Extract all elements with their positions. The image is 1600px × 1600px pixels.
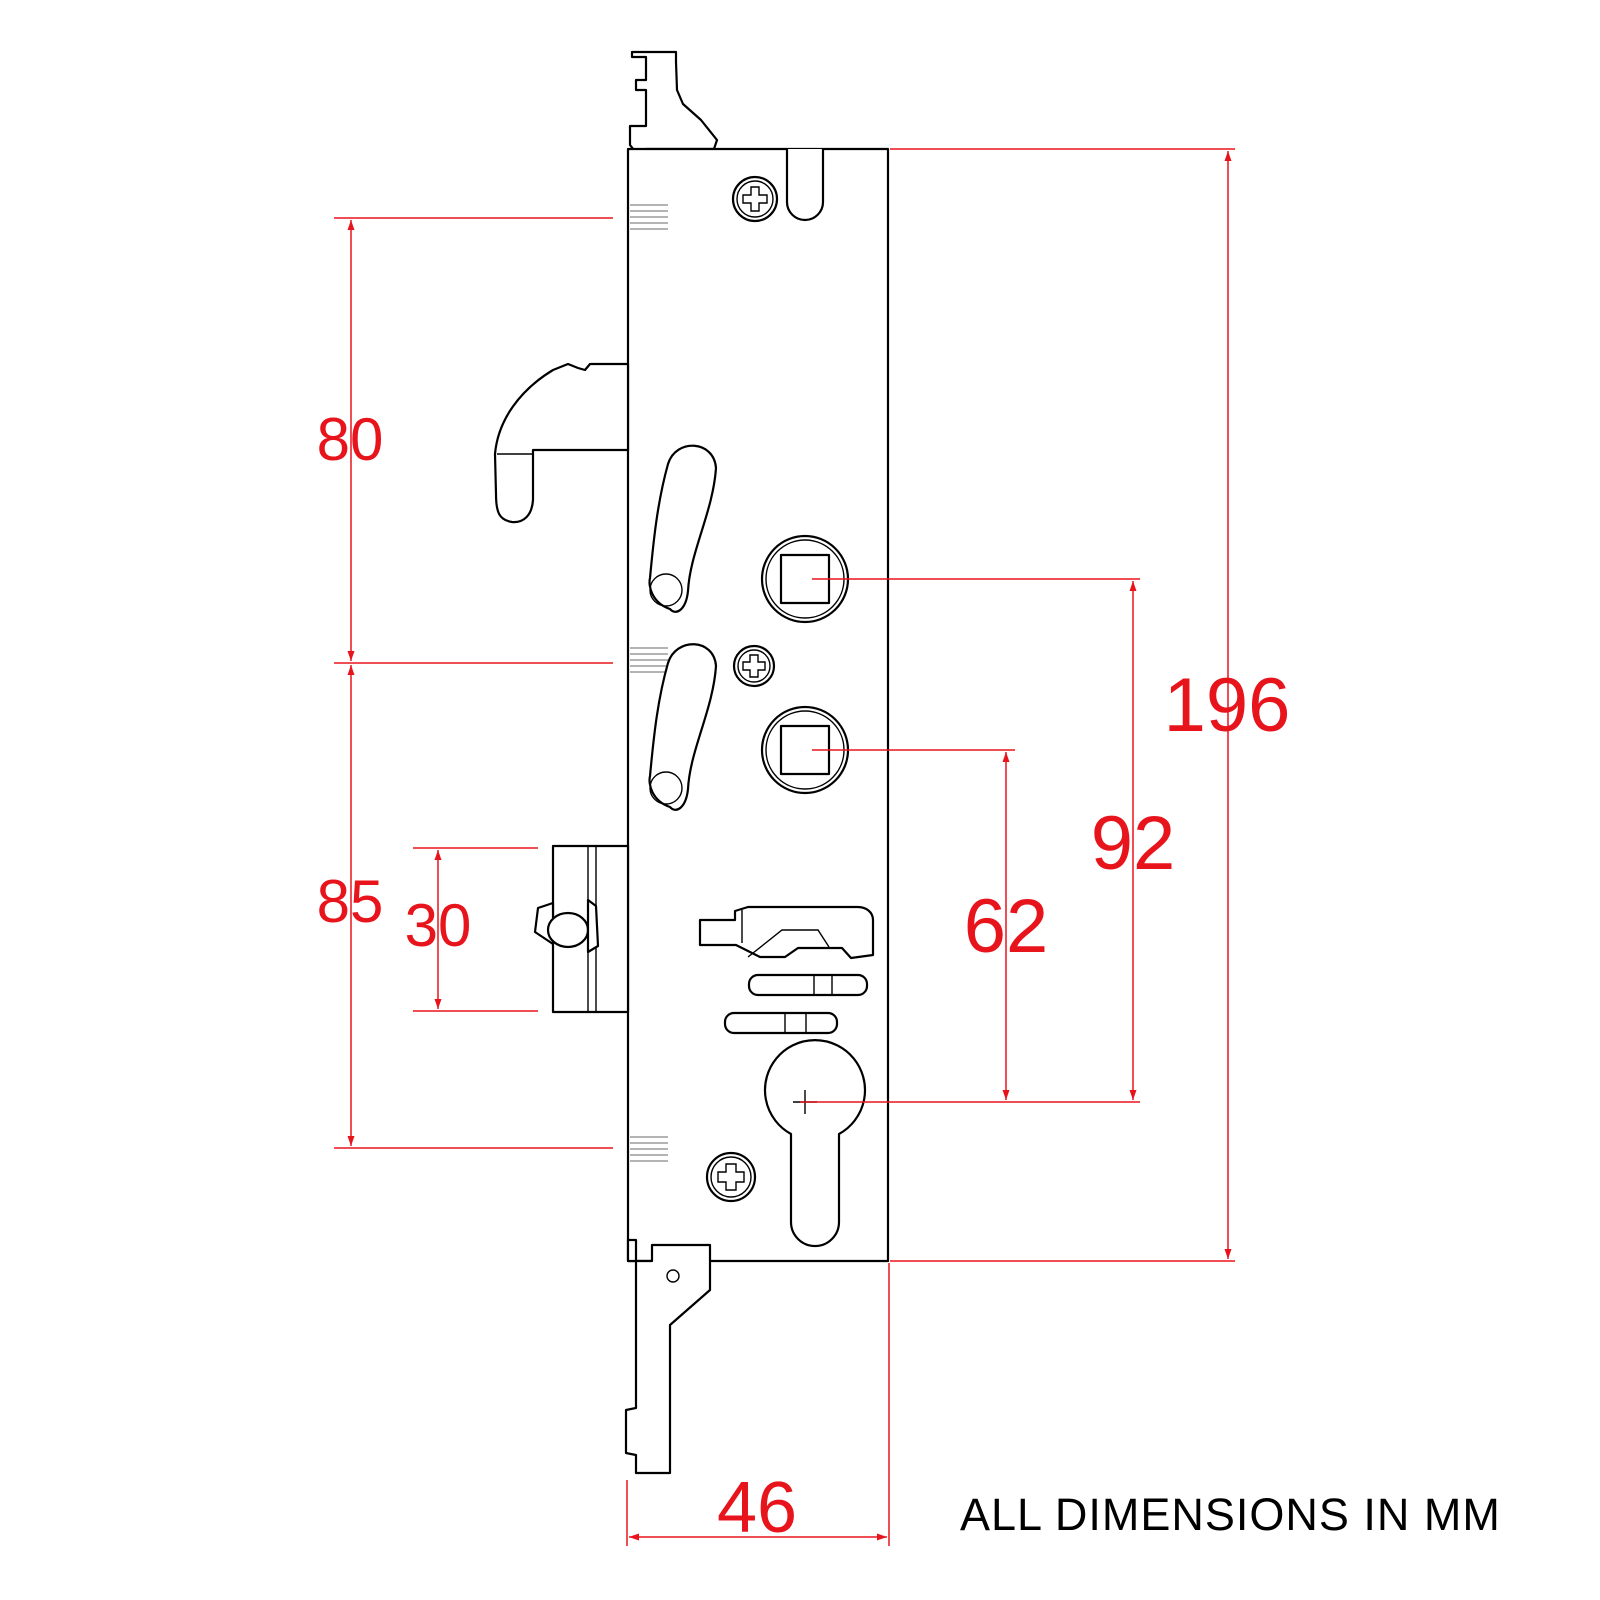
- dimension-85-label: 85: [317, 868, 384, 935]
- dimension-92-label: 92: [1091, 801, 1176, 886]
- dimension-30-label: 30: [405, 892, 472, 959]
- phillips-screw-icon: [732, 644, 776, 688]
- phillips-screw-icon: [705, 1151, 757, 1203]
- mechanism: [698, 905, 875, 1035]
- dimension-46-label: 46: [717, 1468, 797, 1548]
- spring-marks: [630, 204, 668, 1162]
- lock-body: [493, 50, 890, 1475]
- top-connector: [628, 50, 719, 172]
- cylinder-cutout: [763, 1039, 867, 1248]
- latch-bolt: [533, 844, 630, 1014]
- square-spindle-icon: [760, 705, 850, 795]
- dimension-62-label: 62: [964, 884, 1049, 969]
- top-slot: [785, 149, 825, 222]
- dimension-labels: 80 85 30 196 92 62 46: [317, 406, 1291, 1548]
- bottom-connector-hole: [666, 1269, 680, 1283]
- curved-slot-upper: [648, 444, 718, 613]
- bottom-connector: [624, 1238, 712, 1475]
- phillips-screw-icon: [731, 175, 779, 223]
- hook-bolt: [493, 362, 630, 524]
- dimension-80-label: 80: [317, 406, 384, 473]
- dimension-196-label: 196: [1164, 663, 1291, 748]
- curved-slot-lower: [648, 643, 718, 811]
- dimension-lines: [334, 148, 1235, 1546]
- units-note: ALL DIMENSIONS IN MM: [960, 1489, 1501, 1540]
